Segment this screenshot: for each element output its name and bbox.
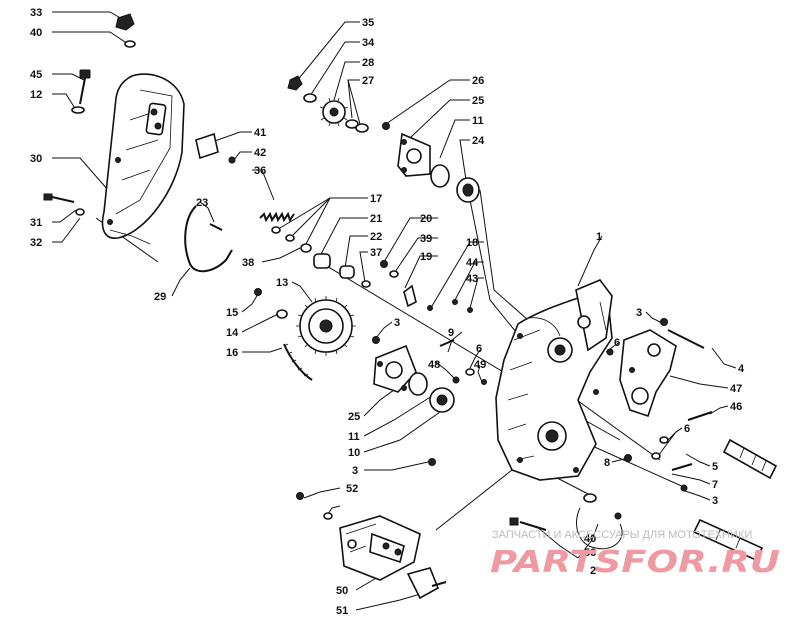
callout-53: 53 [584,547,596,559]
callout-6-right-upper: 6 [614,337,620,349]
callout-3-right-lower: 3 [712,495,718,507]
callout-7: 7 [712,479,718,491]
callout-11-upper: 11 [472,115,484,127]
callout-34: 34 [362,37,375,49]
callout-19: 19 [420,251,432,263]
callout-labels: 33 40 45 12 30 31 32 35 34 28 27 26 25 1… [30,7,745,617]
callout-29: 29 [154,291,166,303]
cover-bolt [43,193,85,216]
callout-16: 16 [226,347,238,359]
callout-6-right-lower: 6 [684,423,690,435]
callout-24: 24 [472,135,485,147]
callout-21: 21 [370,213,382,225]
drive-shaft-ends [692,438,778,562]
upper-sprocket-stack [287,75,369,133]
callout-33: 33 [30,7,42,19]
sprocket-bolt [254,288,288,319]
callout-20: 20 [420,213,432,225]
callout-41: 41 [254,127,266,139]
callout-32: 32 [30,237,42,249]
callout-9: 9 [448,327,454,339]
chaincase-housing [495,279,613,481]
top-nut [115,13,136,48]
drive-chain [283,343,313,381]
callout-50: 50 [336,585,348,597]
callout-5: 5 [712,461,718,473]
callout-49: 49 [474,359,486,371]
callout-10: 10 [348,447,360,459]
callout-23: 23 [196,197,208,209]
callout-25-upper: 25 [472,95,484,107]
callout-27: 27 [362,75,374,87]
callout-36: 36 [254,165,266,177]
watermark: ЗАПЧАСТИ И АКСЕССУАРЫ ДЛЯ МОТОТЕХНИКИ PA… [490,529,780,580]
callout-30: 30 [30,153,42,165]
callout-42: 42 [254,147,266,159]
tensioner-hardware [380,260,473,313]
callout-17: 17 [370,193,382,205]
callout-46: 46 [730,401,742,413]
callout-18: 18 [466,237,478,249]
callout-26: 26 [472,75,484,87]
callout-4: 4 [738,363,745,375]
chaincase-cover [101,73,185,245]
small-plate [195,132,236,164]
callout-35: 35 [362,17,374,29]
callout-13: 13 [276,277,288,289]
callout-52: 52 [346,483,358,495]
callout-38: 38 [242,257,254,269]
callout-44: 44 [466,257,479,269]
callout-28: 28 [362,57,374,69]
callout-14: 14 [226,327,239,339]
adjusting-screw [71,69,91,114]
callout-1: 1 [596,231,602,243]
watermark-tagline: ЗАПЧАСТИ И АКСЕССУАРЫ ДЛЯ МОТОТЕХНИКИ [492,529,752,541]
lower-tensioner-bracket [339,515,447,600]
callout-37: 37 [370,247,382,259]
callout-2: 2 [590,565,596,577]
callout-3-center: 3 [394,317,400,329]
callout-51: 51 [336,605,348,617]
callout-11-lower: 11 [348,431,360,443]
center-hardware [372,336,487,466]
callout-40-lower: 40 [584,533,596,545]
mounting-bracket [606,318,713,421]
callout-43: 43 [466,273,478,285]
callout-22: 22 [370,231,382,243]
watermark-brand: PARTSFOR.RU [490,545,780,580]
callout-3-lower: 3 [352,465,358,477]
callout-40: 40 [30,27,42,39]
callout-31: 31 [30,217,42,229]
right-hardware [624,436,693,492]
upper-bearing-set [382,122,480,203]
callout-6-center: 6 [476,343,482,355]
callout-3-right-upper: 3 [636,307,642,319]
tension-spring [259,211,295,223]
callout-47: 47 [730,383,742,395]
callout-12: 12 [30,89,42,101]
callout-45: 45 [30,69,42,81]
callout-25-lower: 25 [348,411,360,423]
lower-bearing-set [373,344,455,413]
lower-sprocket [296,296,356,356]
callout-48: 48 [428,359,440,371]
callout-15: 15 [226,307,238,319]
shaft-bushings [271,226,371,288]
callout-39: 39 [420,233,432,245]
pin-and-wire [184,205,233,273]
callout-8: 8 [604,457,610,469]
bottom-hardware [296,492,623,550]
